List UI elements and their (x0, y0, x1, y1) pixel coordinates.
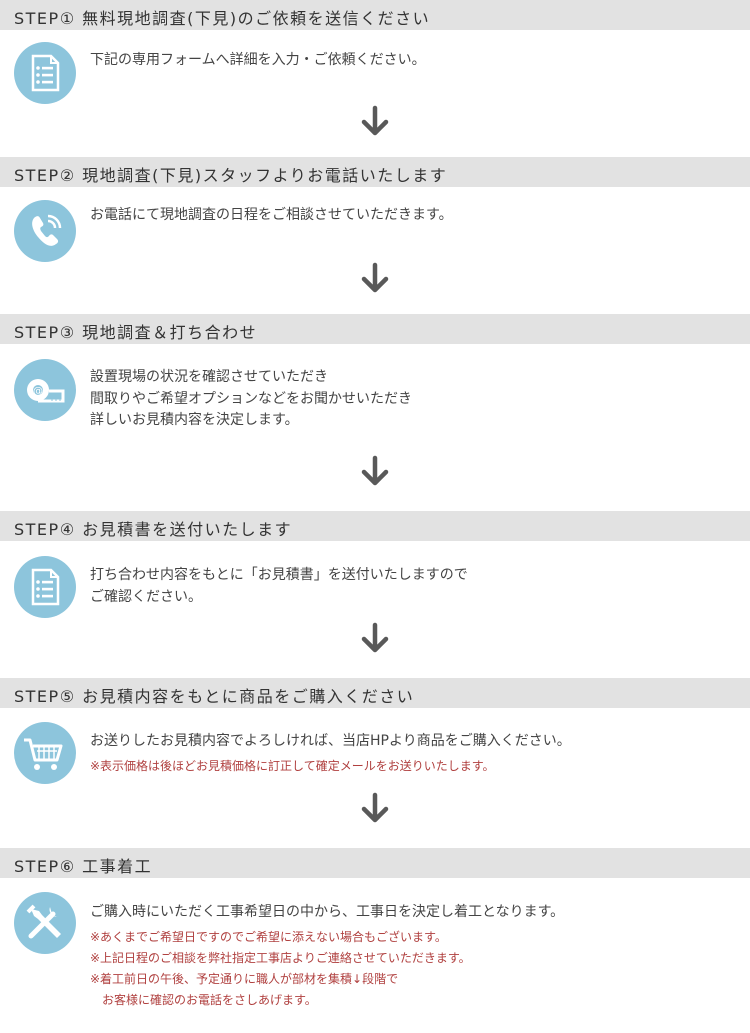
step-title: STEP⑥ 工事着工 (14, 857, 153, 876)
note-line: お客様に確認のお電話をさしあげます。 (90, 993, 317, 1007)
description-line: 打ち合わせ内容をもとに「お見積書」を送付いたしますので (90, 567, 468, 583)
step-header: STEP⑤ お見積内容をもとに商品をご購入ください (0, 678, 750, 708)
phone-icon (14, 200, 76, 262)
step-notes: ※あくまでご希望日ですのでご希望に添えない場合もございます。 ※上記日程のご相談を… (90, 927, 471, 1011)
arrow-down-icon (360, 455, 390, 487)
description-line: お送りしたお見積内容でよろしければ、当店HPより商品をご購入ください。 (90, 733, 571, 749)
step-description: 設置現場の状況を確認させていただき間取りやご希望オプションなどをお聞かせいただき… (90, 367, 412, 432)
note-line: ※上記日程のご相談を弊社指定工事店よりご連絡させていただきます。 (90, 951, 471, 965)
step-header: STEP④ お見積書を送付いたします (0, 511, 750, 541)
shopping-cart-icon (14, 722, 76, 784)
note-line: ※表示価格は後ほどお見積価格に訂正して確定メールをお送りいたします。 (90, 759, 495, 773)
step-description: 打ち合わせ内容をもとに「お見積書」を送付いたしますのでご確認ください。 (90, 565, 468, 608)
note-line: ※あくまでご希望日ですのでご希望に添えない場合もございます。 (90, 930, 447, 944)
document-list-icon (14, 556, 76, 618)
step-description: お送りしたお見積内容でよろしければ、当店HPより商品をご購入ください。 (90, 731, 571, 753)
step-title: STEP② 現地調査(下見)スタッフよりお電話いたします (14, 166, 448, 185)
step-title: STEP⑤ お見積内容をもとに商品をご購入ください (14, 687, 415, 706)
step-title: STEP④ お見積書を送付いたします (14, 520, 293, 539)
description-line: 下記の専用フォームへ詳細を入力・ご依頼ください。 (90, 52, 426, 68)
note-line: ※着工前日の午後、予定通りに職人が部材を集積↓段階で (90, 972, 399, 986)
step-notes: ※表示価格は後ほどお見積価格に訂正して確定メールをお送りいたします。 (90, 756, 495, 777)
arrow-down-icon (360, 105, 390, 137)
document-list-icon (14, 42, 76, 104)
step-description: ご購入時にいただく工事希望日の中から、工事日を決定し着工となります。 (90, 902, 564, 924)
description-line: お電話にて現地調査の日程をご相談させていただきます。 (90, 207, 453, 223)
description-line: ご確認ください。 (90, 588, 202, 605)
step-description: 下記の専用フォームへ詳細を入力・ご依頼ください。 (90, 50, 426, 72)
description-line: 間取りやご希望オプションなどをお聞かせいただき (90, 390, 412, 407)
arrow-down-icon (360, 262, 390, 294)
step-title: STEP③ 現地調査＆打ち合わせ (14, 323, 258, 342)
description-line: 詳しいお見積内容を決定します。 (90, 412, 299, 428)
tools-icon (14, 892, 76, 954)
step-header: STEP① 無料現地調査(下見)のご依頼を送信ください (0, 0, 750, 30)
step-header: STEP③ 現地調査＆打ち合わせ (0, 314, 750, 344)
svg-text:@: @ (33, 386, 43, 397)
description-line: ご購入時にいただく工事希望日の中から、工事日を決定し着工となります。 (90, 904, 565, 920)
arrow-down-icon (360, 792, 390, 824)
step-header: STEP② 現地調査(下見)スタッフよりお電話いたします (0, 157, 750, 187)
step-title: STEP① 無料現地調査(下見)のご依頼を送信ください (14, 9, 431, 28)
tape-measure-icon: @ (14, 359, 76, 421)
step-description: お電話にて現地調査の日程をご相談させていただきます。 (90, 205, 453, 227)
description-line: 設置現場の状況を確認させていただき (90, 369, 328, 385)
arrow-down-icon (360, 622, 390, 654)
step-header: STEP⑥ 工事着工 (0, 848, 750, 878)
